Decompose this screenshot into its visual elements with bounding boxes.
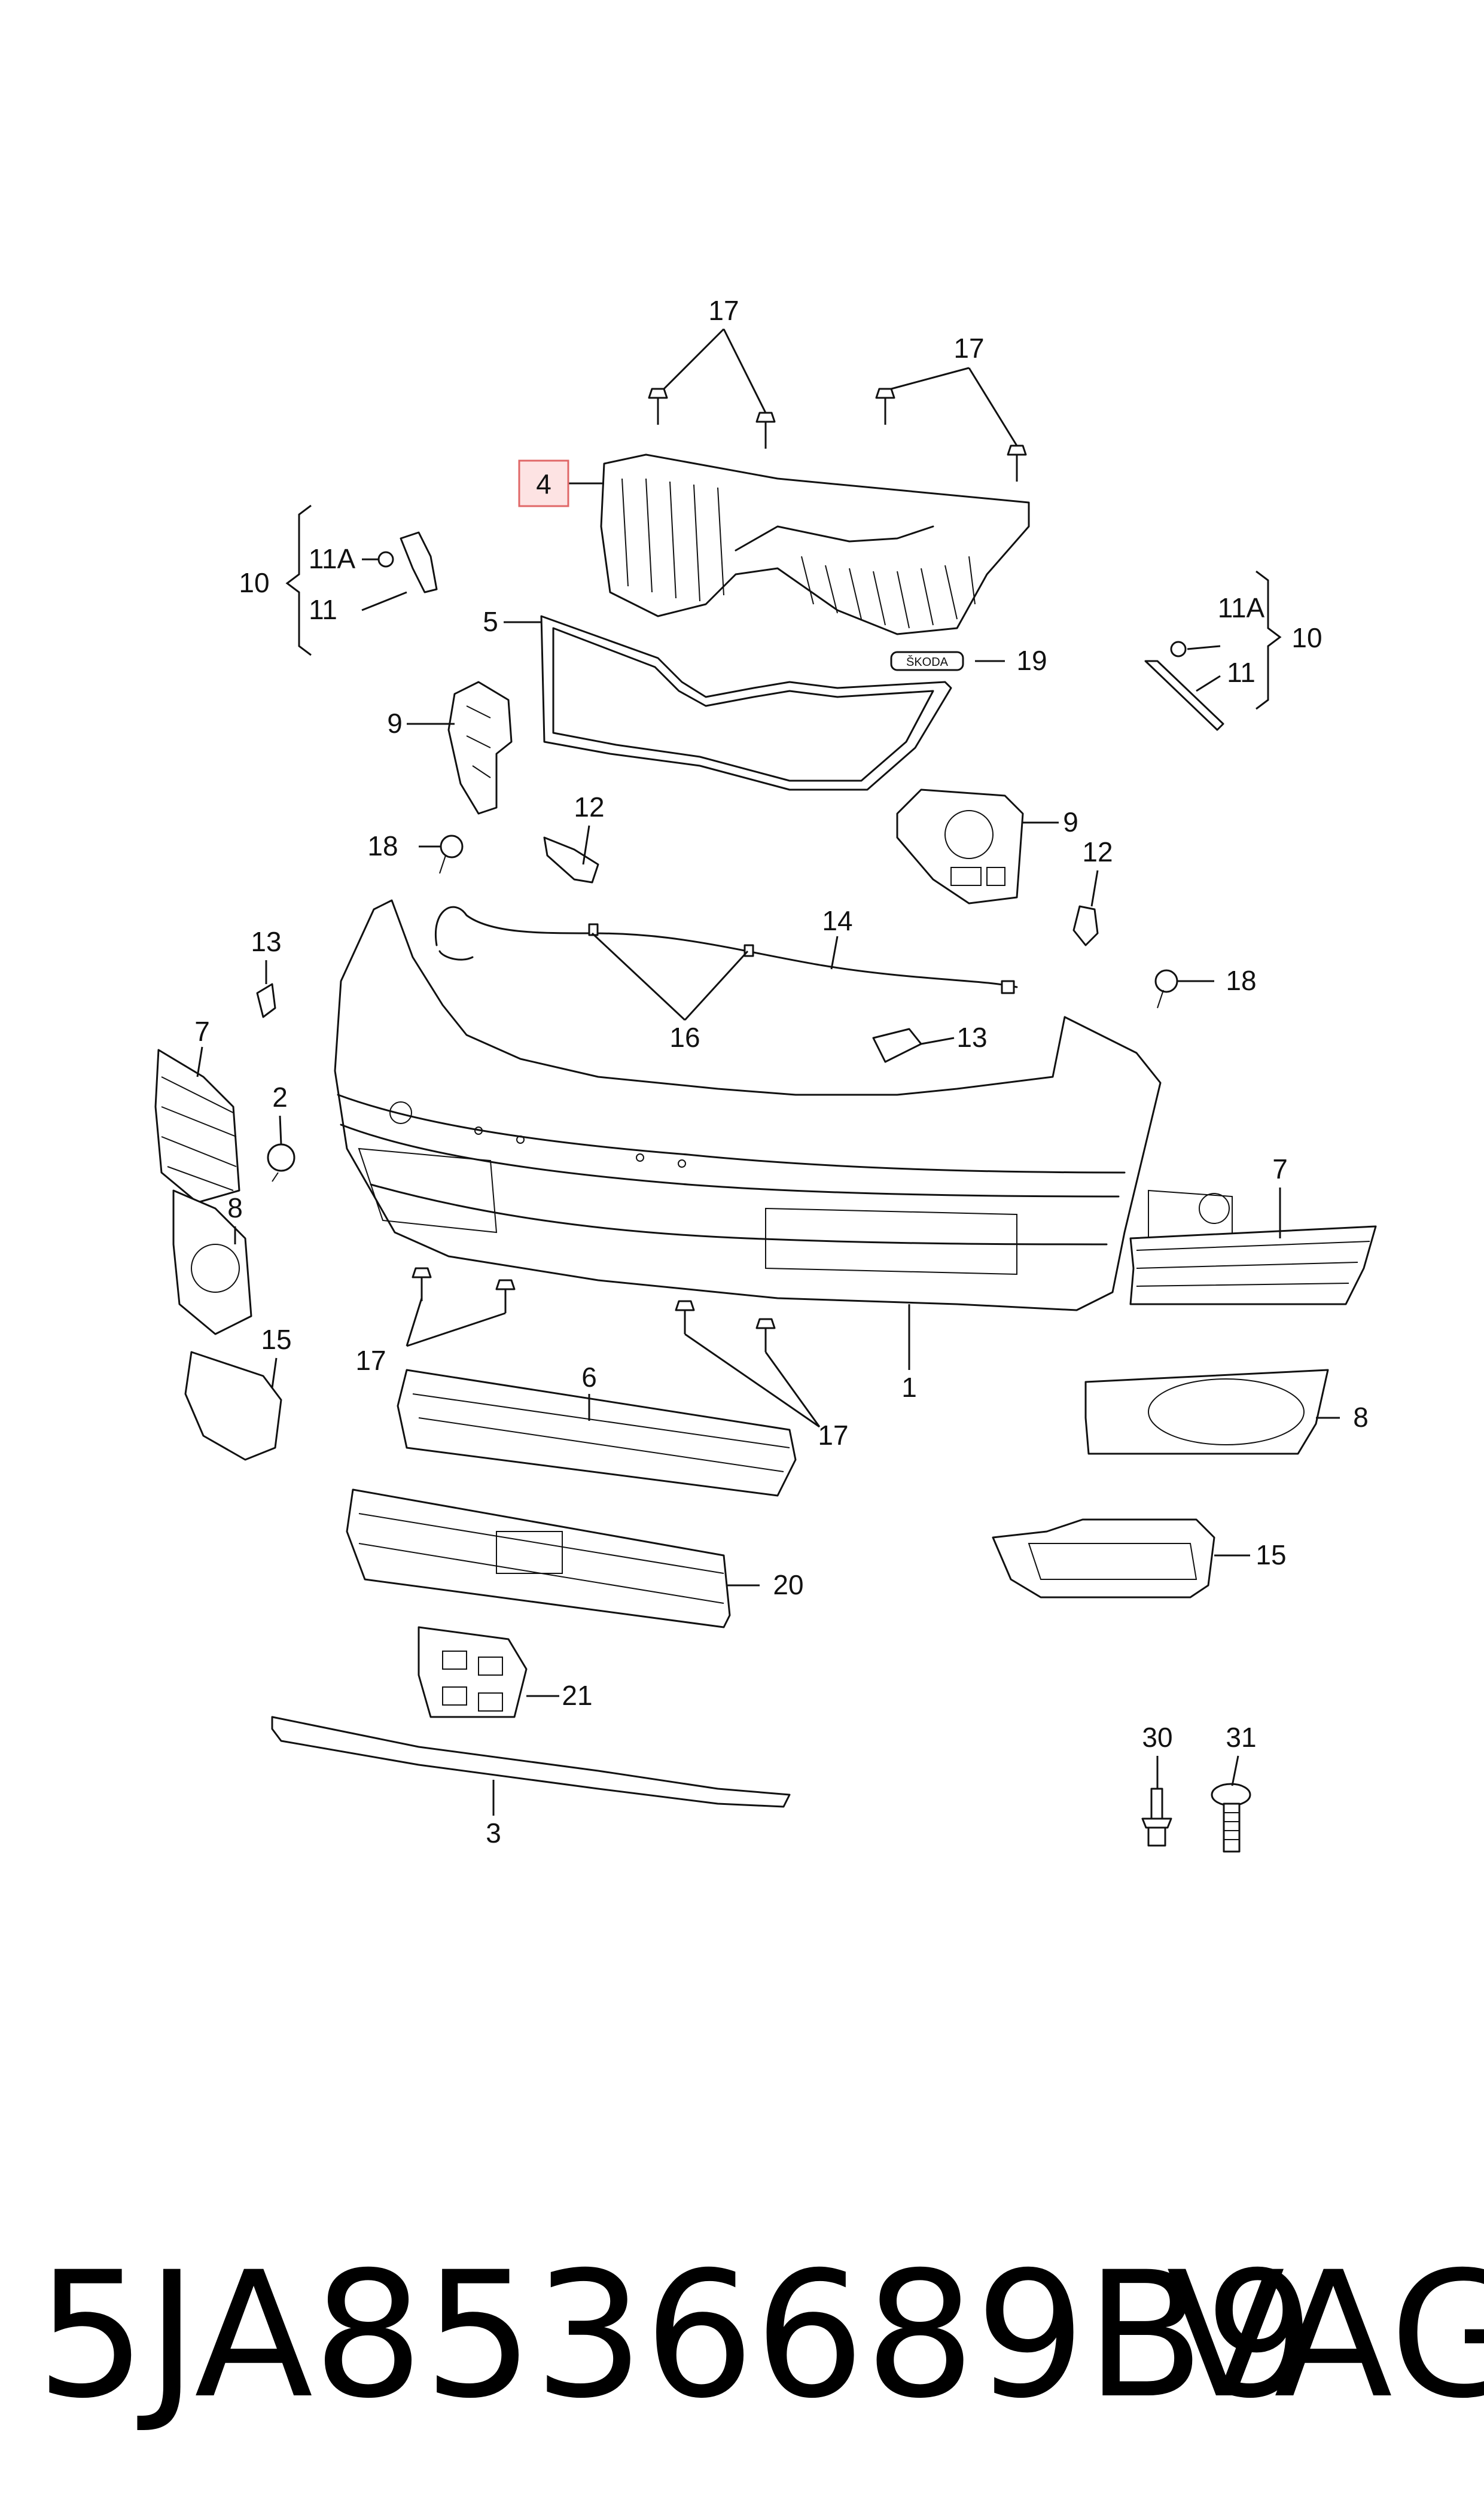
- callout-13-right: 13: [956, 1022, 987, 1053]
- callout-9-left: 9: [387, 708, 403, 739]
- callout-19: 19: [1016, 645, 1047, 676]
- callout-17-top-left: 17: [708, 295, 739, 326]
- callout-11-right: 11: [1227, 657, 1256, 688]
- leader-lines: [196, 328, 1340, 1816]
- callout-2: 2: [272, 1082, 288, 1113]
- callout-3: 3: [486, 1817, 501, 1849]
- callout-9-right: 9: [1063, 806, 1078, 838]
- callout-15-right: 15: [1256, 1539, 1286, 1570]
- callout-11-left: 11: [309, 594, 337, 625]
- callout-10-left: 10: [239, 567, 269, 598]
- callout-10-right: 10: [1291, 622, 1322, 653]
- part-number: 5JA8536689B9: [36, 2235, 1315, 2437]
- callout-5: 5: [483, 606, 498, 637]
- part-2-clip: [267, 1143, 295, 1182]
- callout-1: 1: [901, 1372, 917, 1403]
- part-3-spoiler: [271, 1716, 791, 1808]
- callout-12-right: 12: [1082, 836, 1113, 867]
- callout-6: 6: [581, 1362, 597, 1393]
- brand-label: VAG: [1166, 2235, 1484, 2437]
- callout-4: 4: [536, 468, 551, 500]
- part-11-left-clip: [377, 531, 438, 593]
- callout-7-left: 7: [194, 1016, 210, 1047]
- part-18-screws: [439, 835, 1178, 1009]
- part-21-bracket: [418, 1626, 528, 1718]
- part-31-screw: [1211, 1783, 1251, 1853]
- callout-18-right: 18: [1226, 965, 1256, 996]
- part-30-screw: [1141, 1788, 1172, 1847]
- callout-12-left: 12: [574, 791, 604, 823]
- part-1-bumper-cover: [334, 899, 1233, 1311]
- callout-17-mid-left: 17: [355, 1345, 386, 1376]
- part-13-covers: [256, 983, 922, 1063]
- part-5-grille-frame: [540, 615, 952, 791]
- callout-15-left: 15: [261, 1324, 291, 1355]
- callout-11A-right: 11A: [1218, 592, 1265, 623]
- callout-17-mid-right: 17: [818, 1420, 848, 1451]
- emblem-text: ŠKODA: [906, 655, 949, 669]
- part-12-sensors: [543, 836, 1099, 946]
- callout-31: 31: [1226, 1722, 1256, 1753]
- callout-21: 21: [562, 1680, 592, 1711]
- callout-8-left: 8: [227, 1192, 243, 1223]
- highlight-box-4: [518, 459, 569, 507]
- callout-13-left: 13: [251, 926, 281, 957]
- part-19-emblem: ŠKODA: [890, 651, 964, 671]
- callout-18-left: 18: [367, 830, 398, 861]
- callout-17-top-right: 17: [953, 333, 984, 364]
- callout-20: 20: [773, 1569, 803, 1600]
- part-17-screws-lower: [412, 1267, 776, 1352]
- callout-30: 30: [1142, 1722, 1172, 1753]
- callout-16: 16: [669, 1022, 700, 1053]
- callout-8-right: 8: [1353, 1402, 1369, 1433]
- part-11-right-clip: [1144, 641, 1224, 731]
- callout-7-right: 7: [1272, 1153, 1288, 1185]
- part-6-lower-grille-upper: [397, 1369, 797, 1497]
- callout-labels: 4 17 17 10 11A 11 5 19 11A 10 11 9 9 12 …: [194, 295, 1369, 1849]
- part-7-side-grilles: [154, 1049, 1377, 1305]
- part-20-lower-grille: [346, 1488, 731, 1628]
- part-15-fog-lamps: [184, 1351, 1215, 1599]
- part-4-grille: [600, 453, 1030, 635]
- part-9-left-bracket: [447, 681, 513, 815]
- callout-14: 14: [822, 905, 852, 936]
- part-17-screws-top: [648, 388, 1027, 482]
- part-9-right-bracket: [896, 788, 1024, 905]
- callout-11A-left: 11A: [309, 543, 356, 574]
- part-8-fog-frames: [172, 1189, 1329, 1455]
- part-14-wiring-harness: [435, 906, 1018, 994]
